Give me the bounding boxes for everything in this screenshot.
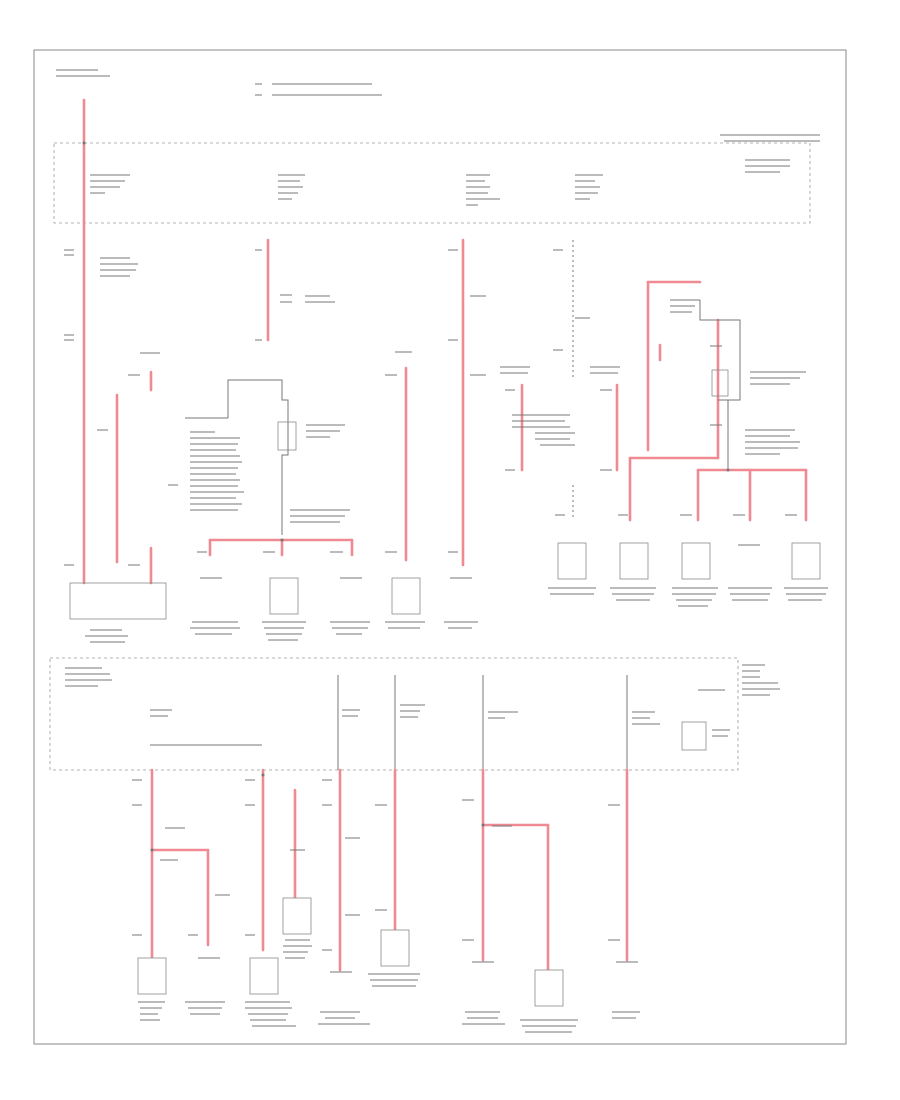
right-relay-outline [699, 300, 741, 401]
right-relay-text [512, 299, 806, 455]
title-lines [56, 69, 110, 77]
sheet-border [33, 49, 847, 1045]
lower-midline-labels [160, 825, 512, 916]
load-5 [681, 542, 711, 580]
upper-load-captions [85, 587, 828, 643]
connector-ticks-lower [132, 779, 620, 951]
lower-internal-feeds [337, 675, 628, 770]
load-9 [282, 897, 312, 935]
load-6 [791, 542, 821, 580]
load-7 [137, 957, 167, 995]
left-module-box [69, 582, 167, 620]
center-module-text [190, 424, 350, 523]
relay-box-right [711, 369, 729, 397]
power-feeds-upper [82, 98, 808, 585]
upper-load-components [200, 542, 821, 615]
legend-marks [255, 83, 382, 96]
junction-dots [82, 141, 730, 852]
lower-fuse-block [49, 657, 739, 771]
upper-fuse-block [53, 142, 811, 224]
center-module-outline [227, 379, 289, 535]
load-10 [380, 929, 410, 967]
load-2 [391, 577, 421, 615]
lower-load-components [137, 897, 638, 1007]
relay-box-center [277, 421, 297, 451]
upper-fuse-block-label [720, 134, 820, 173]
load-4 [619, 542, 649, 580]
load-1 [269, 577, 299, 615]
load-8 [249, 957, 279, 995]
connector-ticks-upper [64, 249, 797, 566]
lower-block-labels [65, 664, 780, 737]
upper-midline-labels [100, 257, 722, 426]
upper-fuse-labels [90, 174, 603, 206]
lower-load-captions [138, 939, 640, 1033]
load-3 [557, 542, 587, 580]
power-feeds-lower [150, 768, 629, 972]
lower-relay-box [681, 721, 707, 751]
load-11 [534, 969, 564, 1007]
